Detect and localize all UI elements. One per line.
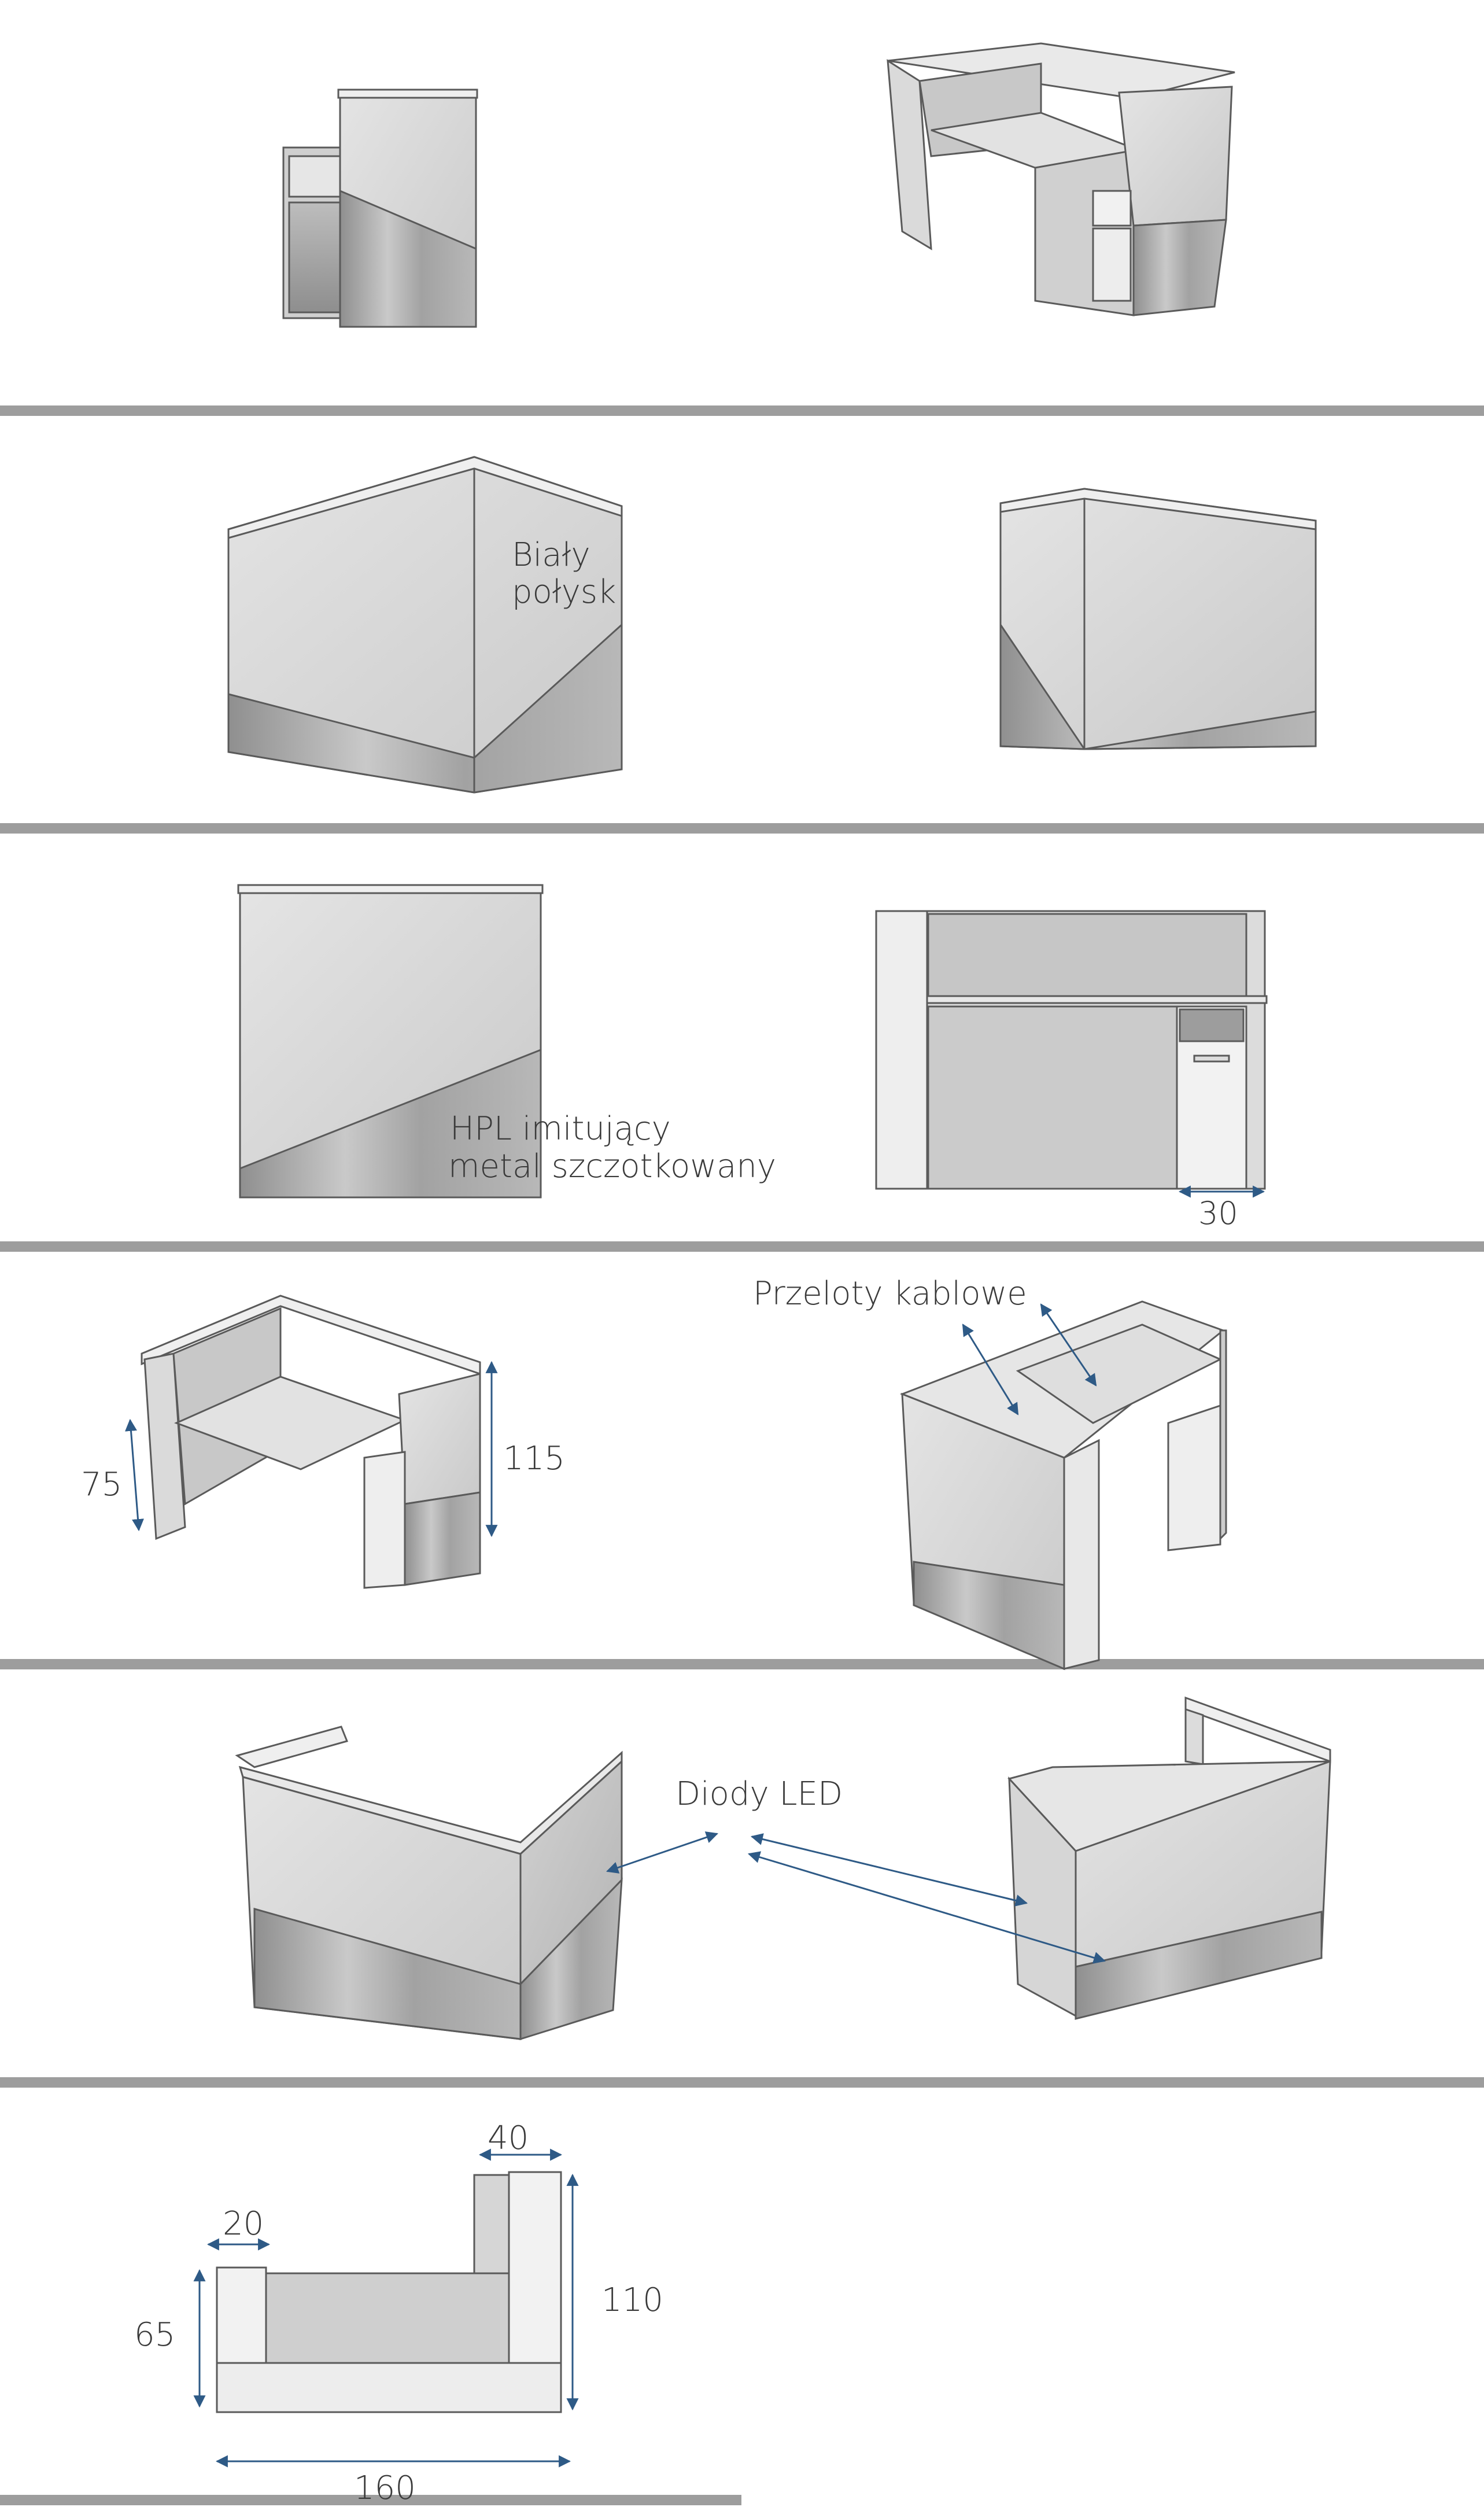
section-dividers <box>0 405 1484 2505</box>
label-dim-115: 115 <box>503 1440 565 1477</box>
label-dim-75: 75 <box>81 1466 122 1503</box>
label-hpl-line1: HPL imitujący <box>450 1110 671 1148</box>
label-cable-ports: Przeloty kablowe <box>753 1275 1027 1313</box>
divider-5 <box>0 2077 1484 2088</box>
dimension-115: 115 <box>485 1361 565 1538</box>
label-led: Diody LED <box>675 1775 843 1813</box>
divider-3 <box>0 1241 1484 1252</box>
divider-4 <box>0 1659 1484 1669</box>
desk-front-elevation <box>237 884 544 1199</box>
desk-angled-view <box>999 488 1317 750</box>
label-white-gloss-line2: połysk <box>512 573 616 611</box>
label-white-gloss-line1: Biały <box>512 536 590 574</box>
dimension-30: 30 <box>1178 1185 1265 1232</box>
desk-led-view-right <box>1007 1696 1331 2020</box>
label-dim-160: 160 <box>354 2469 416 2507</box>
desk-left-iso <box>141 1295 481 1589</box>
label-dim-40: 40 <box>488 2119 529 2157</box>
divider-2 <box>0 823 1484 834</box>
divider-6 <box>0 2495 741 2505</box>
dimension-75: 75 <box>81 1418 144 1532</box>
desk-led-view-left <box>235 1726 623 2041</box>
label-dim-20: 20 <box>223 2205 264 2243</box>
plan-dimensions <box>193 2148 579 2468</box>
label-dim-30: 30 <box>1198 1195 1238 1232</box>
desk-rear-perspective <box>887 42 1235 316</box>
desk-right-iso <box>899 1300 1227 1671</box>
desk-front-perspective <box>227 456 623 794</box>
desk-rear-elevation <box>875 910 1268 1190</box>
label-hpl-line2: metal szczotkowany <box>448 1148 776 1185</box>
desk-plan-view <box>216 2171 562 2413</box>
label-dim-65: 65 <box>134 2316 175 2354</box>
label-dim-110: 110 <box>601 2281 663 2319</box>
desk-side-view <box>282 89 478 328</box>
divider-1 <box>0 405 1484 416</box>
cable-port-arrows <box>962 1303 1097 1415</box>
led-arrows <box>606 1831 1106 1964</box>
